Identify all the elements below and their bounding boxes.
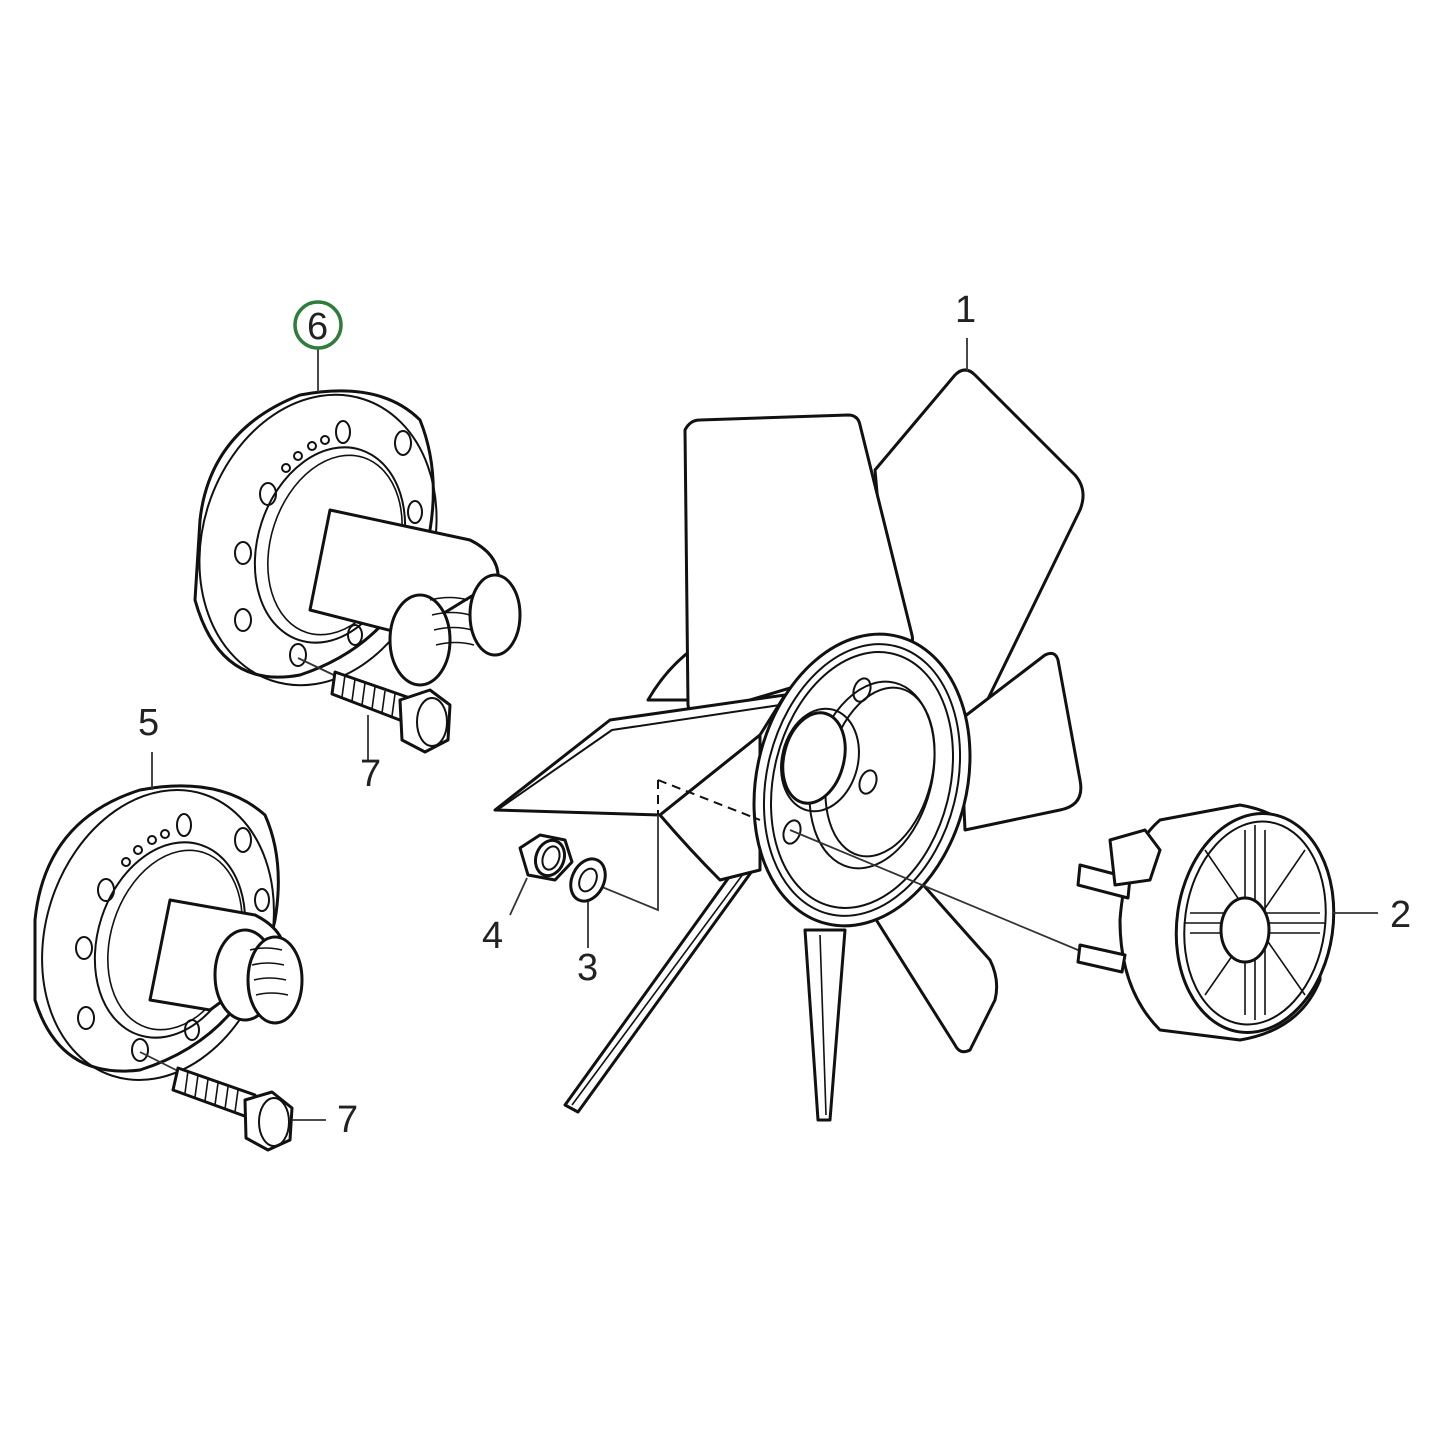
callout-2-label: 2 bbox=[1390, 894, 1411, 936]
callout-6-label: 6 bbox=[307, 306, 328, 348]
fan-assembly-drawing bbox=[493, 368, 1091, 1122]
callout-3-label: 3 bbox=[577, 947, 598, 989]
callout-7-lower-label: 7 bbox=[337, 1099, 358, 1141]
callout-3[interactable]: 3 bbox=[577, 947, 598, 989]
callout-7-upper[interactable]: 7 bbox=[360, 753, 381, 795]
callout-4[interactable]: 4 bbox=[482, 915, 503, 957]
hub-flange-lower-drawing bbox=[33, 784, 304, 1081]
callout-5[interactable]: 5 bbox=[138, 702, 159, 744]
flange-holes bbox=[234, 420, 423, 667]
callout-1-label: 1 bbox=[955, 289, 976, 331]
callout-7-upper-label: 7 bbox=[360, 753, 381, 795]
callout-6-selected[interactable]: 6 bbox=[293, 300, 343, 350]
callout-7-lower[interactable]: 7 bbox=[337, 1099, 358, 1141]
callout-2[interactable]: 2 bbox=[1390, 894, 1411, 936]
flange-holes-lower bbox=[75, 813, 270, 1062]
callout-5-label: 5 bbox=[138, 702, 159, 744]
nut-drawing bbox=[518, 833, 574, 882]
bolt-upper-drawing bbox=[297, 657, 452, 754]
coupling-fins bbox=[1185, 825, 1325, 1020]
hub-flange-upper-drawing bbox=[193, 389, 522, 687]
bolt-lower-drawing bbox=[139, 1051, 294, 1152]
viscous-coupling-drawing bbox=[1076, 803, 1336, 1042]
selected-callout-ring bbox=[293, 300, 343, 350]
leader-lines bbox=[151, 338, 1378, 1121]
callout-4-label: 4 bbox=[482, 915, 503, 957]
washer-drawing bbox=[569, 857, 607, 903]
callout-1[interactable]: 1 bbox=[955, 289, 976, 331]
